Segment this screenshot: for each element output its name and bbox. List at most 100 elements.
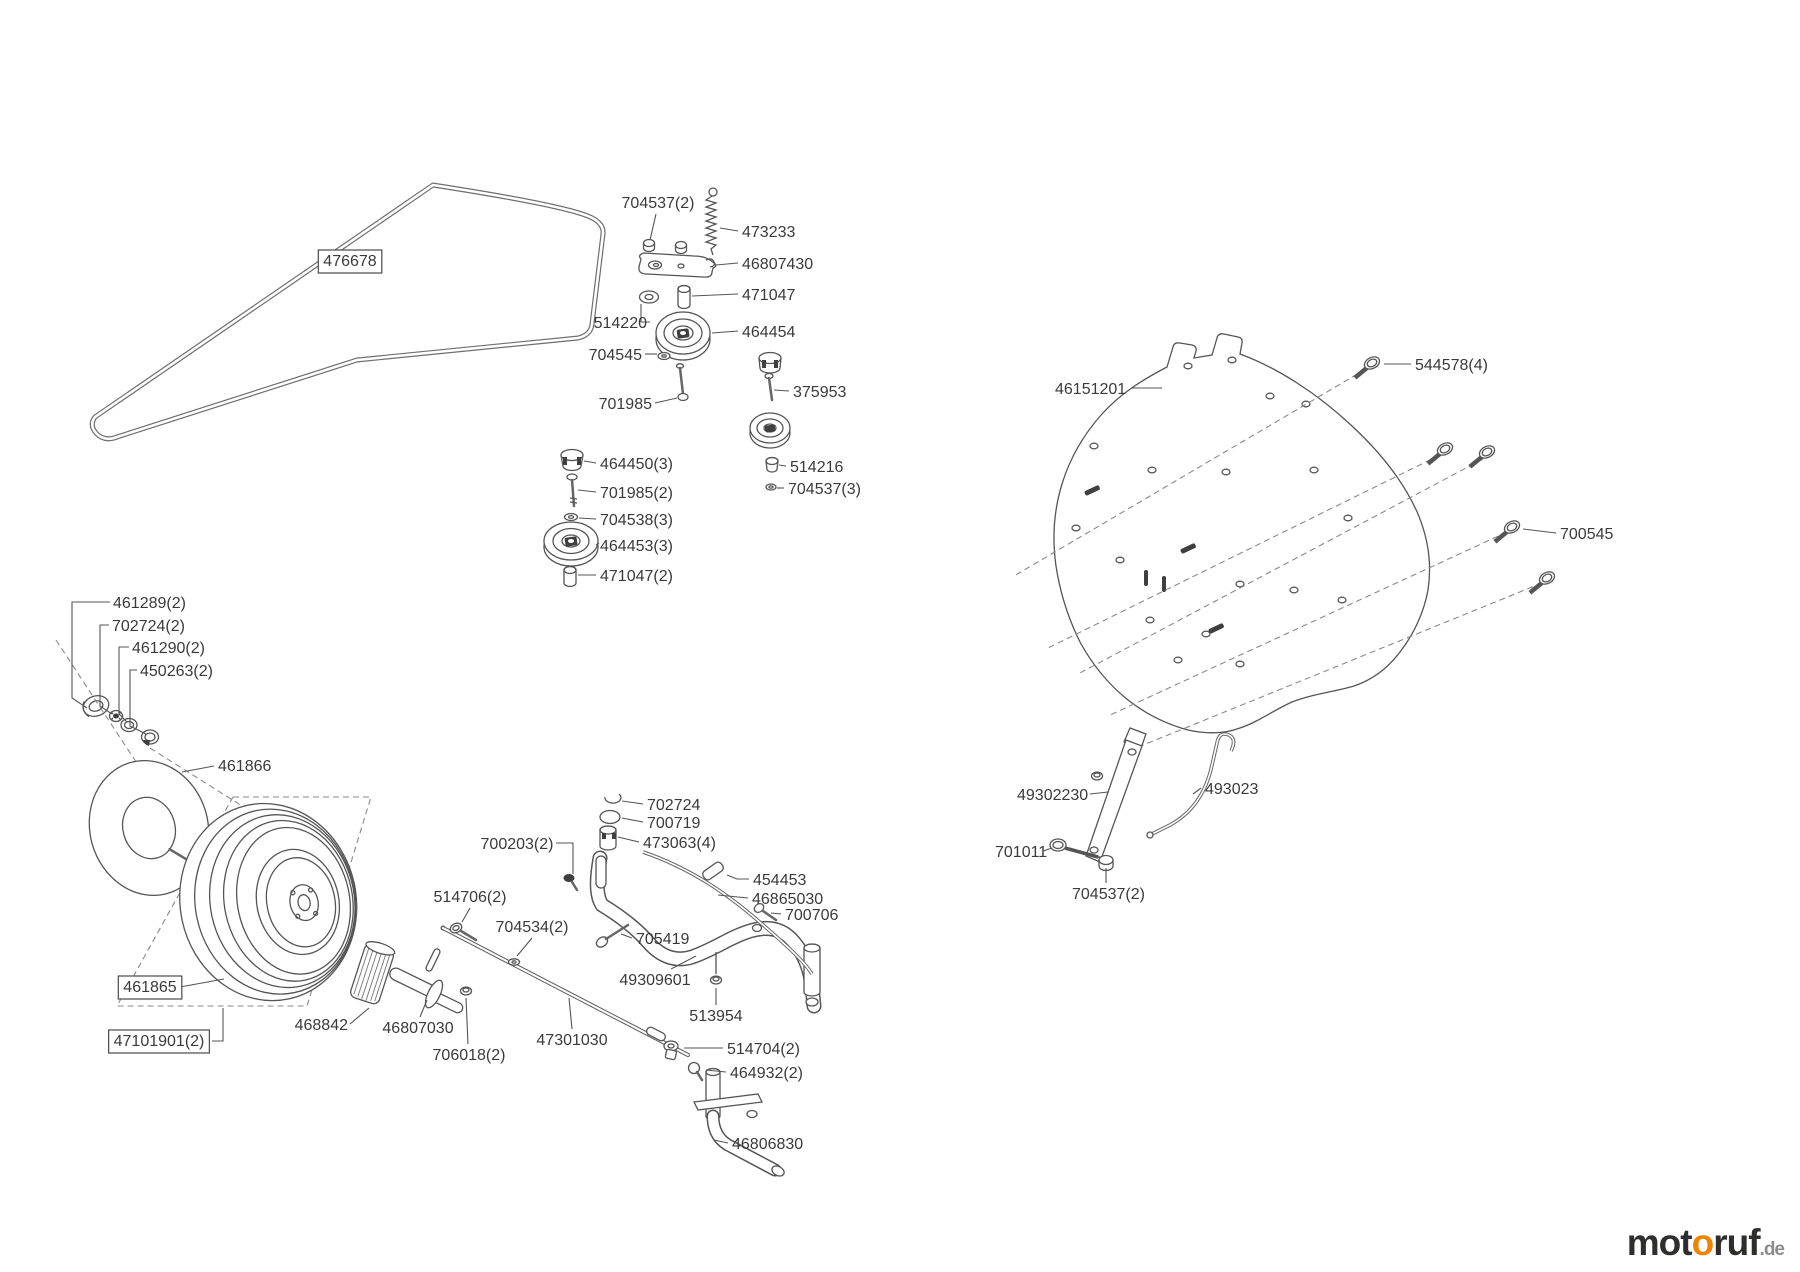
leader-line xyxy=(717,894,749,899)
idler-arm-assembly xyxy=(638,187,791,491)
clutch-cap-375953 xyxy=(758,351,782,402)
part-label-544578(4): 544578(4) xyxy=(1415,357,1488,374)
labels-layer: 476678704537(2)4732334680743047104751422… xyxy=(71,195,1613,1153)
drive-belt xyxy=(89,182,606,442)
bushing-473063 xyxy=(599,825,617,851)
spacer-471047-2 xyxy=(563,565,577,588)
part-label-700706: 700706 xyxy=(785,907,838,924)
elbow-514704 xyxy=(663,1040,679,1061)
leader-line xyxy=(713,1139,729,1144)
part-label-46806830: 46806830 xyxy=(732,1136,803,1153)
tire-461865 xyxy=(179,802,358,1002)
part-label-704545: 704545 xyxy=(589,347,642,364)
part-label-49309601: 49309601 xyxy=(619,972,690,989)
label-box xyxy=(108,1029,210,1054)
screw-700545 xyxy=(1493,520,1521,544)
pivot-cylinder xyxy=(803,943,821,1007)
pulley-375953 xyxy=(749,412,791,449)
chassis-panel-46151201 xyxy=(1013,333,1556,749)
nut-704537-2b xyxy=(1098,854,1114,872)
leader-line xyxy=(1522,528,1557,534)
cap-464450 xyxy=(560,448,584,472)
washer-704537-3 xyxy=(765,483,777,491)
panel-holes xyxy=(1071,356,1353,668)
part-label-704534(2): 704534(2) xyxy=(496,919,569,936)
leader-line xyxy=(726,874,749,880)
slot xyxy=(595,855,607,889)
leader-line xyxy=(1192,787,1202,795)
part-label-464450(3): 464450(3) xyxy=(600,456,673,473)
bolt-700706 xyxy=(753,902,778,922)
wheel-assembly xyxy=(116,796,372,1007)
bearing-461289 xyxy=(82,695,110,718)
linkage-assembly xyxy=(563,793,822,1177)
part-label-704537(2): 704537(2) xyxy=(622,195,695,212)
pulley-464454 xyxy=(655,311,711,361)
axle-assembly xyxy=(349,922,691,1058)
leader-line xyxy=(1089,791,1109,795)
part-label-464932(2): 464932(2) xyxy=(730,1065,803,1082)
star-washer-702724 xyxy=(108,709,124,723)
part-label-701985(2): 701985(2) xyxy=(600,485,673,502)
logo-accent: o xyxy=(1691,1222,1715,1263)
bolt-701985 xyxy=(675,363,689,402)
panel-slots xyxy=(1084,485,1224,634)
part-label-450263(2): 450263(2) xyxy=(140,663,213,680)
screw-544578-2 xyxy=(1426,442,1454,466)
part-label-493023: 493023 xyxy=(1205,781,1258,798)
label-box xyxy=(117,975,183,1000)
part-label-46151201: 46151201 xyxy=(1055,381,1126,398)
leader-line xyxy=(118,646,129,723)
knurled-bushing-468842 xyxy=(349,941,396,1005)
nut-706018 xyxy=(459,986,473,996)
spring-rod-46865030 xyxy=(642,850,814,975)
washer-514220 xyxy=(638,290,660,304)
leader-line xyxy=(568,997,573,1030)
part-label-461289(2): 461289(2) xyxy=(113,595,186,612)
leader-line xyxy=(691,293,739,297)
flange-nut-704537 xyxy=(642,238,688,255)
leader-line xyxy=(621,800,644,805)
bellcrank-49309601 xyxy=(589,850,822,1014)
part-label-706018(2): 706018(2) xyxy=(433,1047,506,1064)
leader-line xyxy=(654,397,678,404)
leader-line xyxy=(649,213,657,241)
leader-line xyxy=(577,489,597,493)
leader-line xyxy=(715,262,739,266)
part-label-464453(3): 464453(3) xyxy=(600,538,673,555)
part-label-701011: 701011 xyxy=(995,844,1047,861)
tie-rod-47301030 xyxy=(440,925,691,1058)
leader-line xyxy=(465,997,469,1045)
screw-544578-1 xyxy=(1353,356,1381,380)
spacer-454453 xyxy=(702,861,724,881)
part-label-704537(2): 704537(2) xyxy=(1072,886,1145,903)
part-label-704537(3): 704537(3) xyxy=(788,481,861,498)
leader-line xyxy=(181,765,215,773)
leader-line xyxy=(778,464,787,467)
leader-line xyxy=(719,227,739,232)
part-label-700719: 700719 xyxy=(647,815,700,832)
spacer-471047 xyxy=(677,284,691,310)
part-label-700203(2): 700203(2) xyxy=(481,836,554,853)
logo-text: mot xyxy=(1626,1222,1693,1263)
part-label-46807030: 46807030 xyxy=(382,1020,453,1037)
leader-line xyxy=(621,817,644,823)
part-label-514706(2): 514706(2) xyxy=(434,889,507,906)
bolt-514706 xyxy=(449,922,478,942)
leader-line xyxy=(516,937,533,957)
part-label-514220: 514220 xyxy=(594,315,647,332)
part-label-702724(2): 702724(2) xyxy=(112,618,185,635)
leader-line xyxy=(578,517,597,520)
leader-line xyxy=(617,836,640,843)
nut-450263 xyxy=(140,729,160,746)
nut-514216 xyxy=(765,456,779,473)
leader-line xyxy=(711,330,739,334)
brace-and-cable xyxy=(1049,727,1236,872)
leader-line xyxy=(556,842,574,874)
seal-461290 xyxy=(120,717,138,733)
part-label-471047(2): 471047(2) xyxy=(600,568,673,585)
screw-544578-3 xyxy=(1468,445,1496,469)
leader-line xyxy=(349,1007,370,1025)
